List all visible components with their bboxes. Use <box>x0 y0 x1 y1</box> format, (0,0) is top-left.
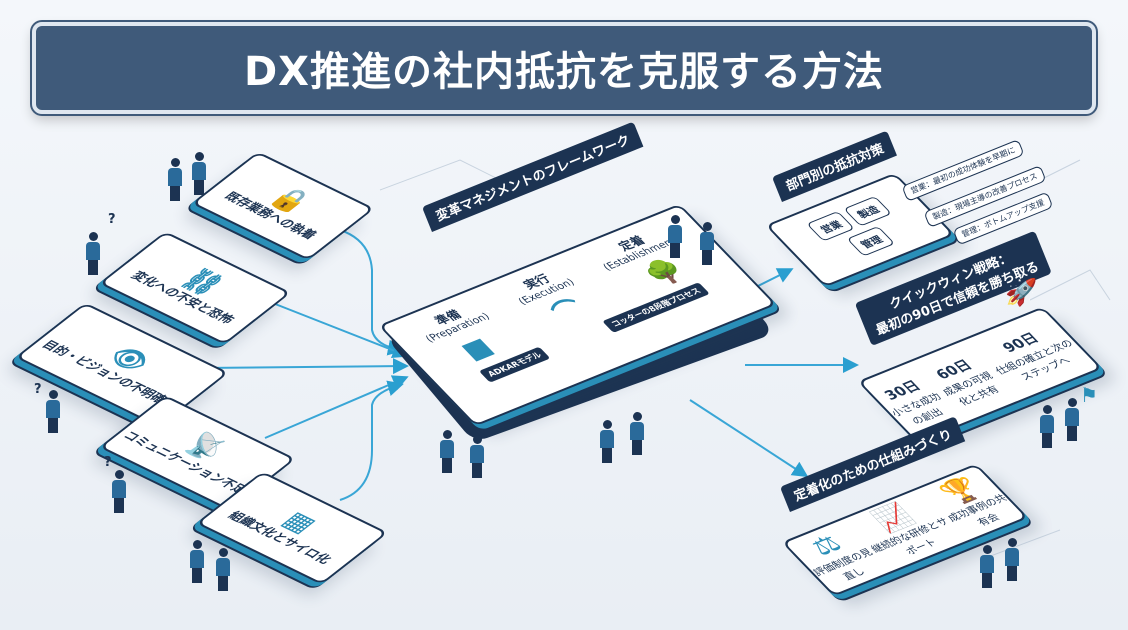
person-figure <box>440 430 454 474</box>
dept-manufacturing: 製造 <box>843 195 893 227</box>
arrow-cause-3 <box>199 358 409 375</box>
person-figure <box>630 412 644 456</box>
arrow-out-3 <box>689 399 809 478</box>
flag-icon: ⚑ <box>1080 383 1098 407</box>
question-mark-icon: ? <box>104 455 112 470</box>
question-mark-icon: ? <box>108 212 116 227</box>
title-banner: DX推進の社内抵抗を克服する方法 <box>32 22 1096 114</box>
block-icon: ■ <box>454 332 500 366</box>
person-figure <box>600 420 614 464</box>
person-figure <box>112 470 126 514</box>
person-figure <box>1040 405 1054 449</box>
bridge-icon: ⌒ <box>546 295 593 329</box>
person-figure <box>1005 538 1019 582</box>
person-figure <box>668 215 682 259</box>
tree-icon: 🌳 <box>638 255 692 291</box>
arrow-cause-1 <box>339 229 404 356</box>
person-figure <box>470 435 484 479</box>
person-figure <box>980 545 994 589</box>
person-figure <box>190 540 204 584</box>
dept-admin: 管理 <box>846 225 896 257</box>
person-figure <box>700 222 714 266</box>
arrow-cause-5 <box>339 380 404 501</box>
arrow-cause-2 <box>264 299 409 359</box>
dept-sales: 営業 <box>806 210 855 242</box>
person-figure <box>216 548 230 592</box>
question-mark-icon: ? <box>34 382 42 397</box>
person-figure <box>1065 398 1079 442</box>
person-figure <box>46 390 60 434</box>
page-title: DX推進の社内抵抗を克服する方法 <box>243 49 885 95</box>
person-figure <box>168 158 182 202</box>
person-figure <box>192 152 206 196</box>
arrow-cause-4 <box>264 375 409 439</box>
rocket-icon: 🚀 <box>1005 278 1038 308</box>
person-figure <box>86 232 100 276</box>
